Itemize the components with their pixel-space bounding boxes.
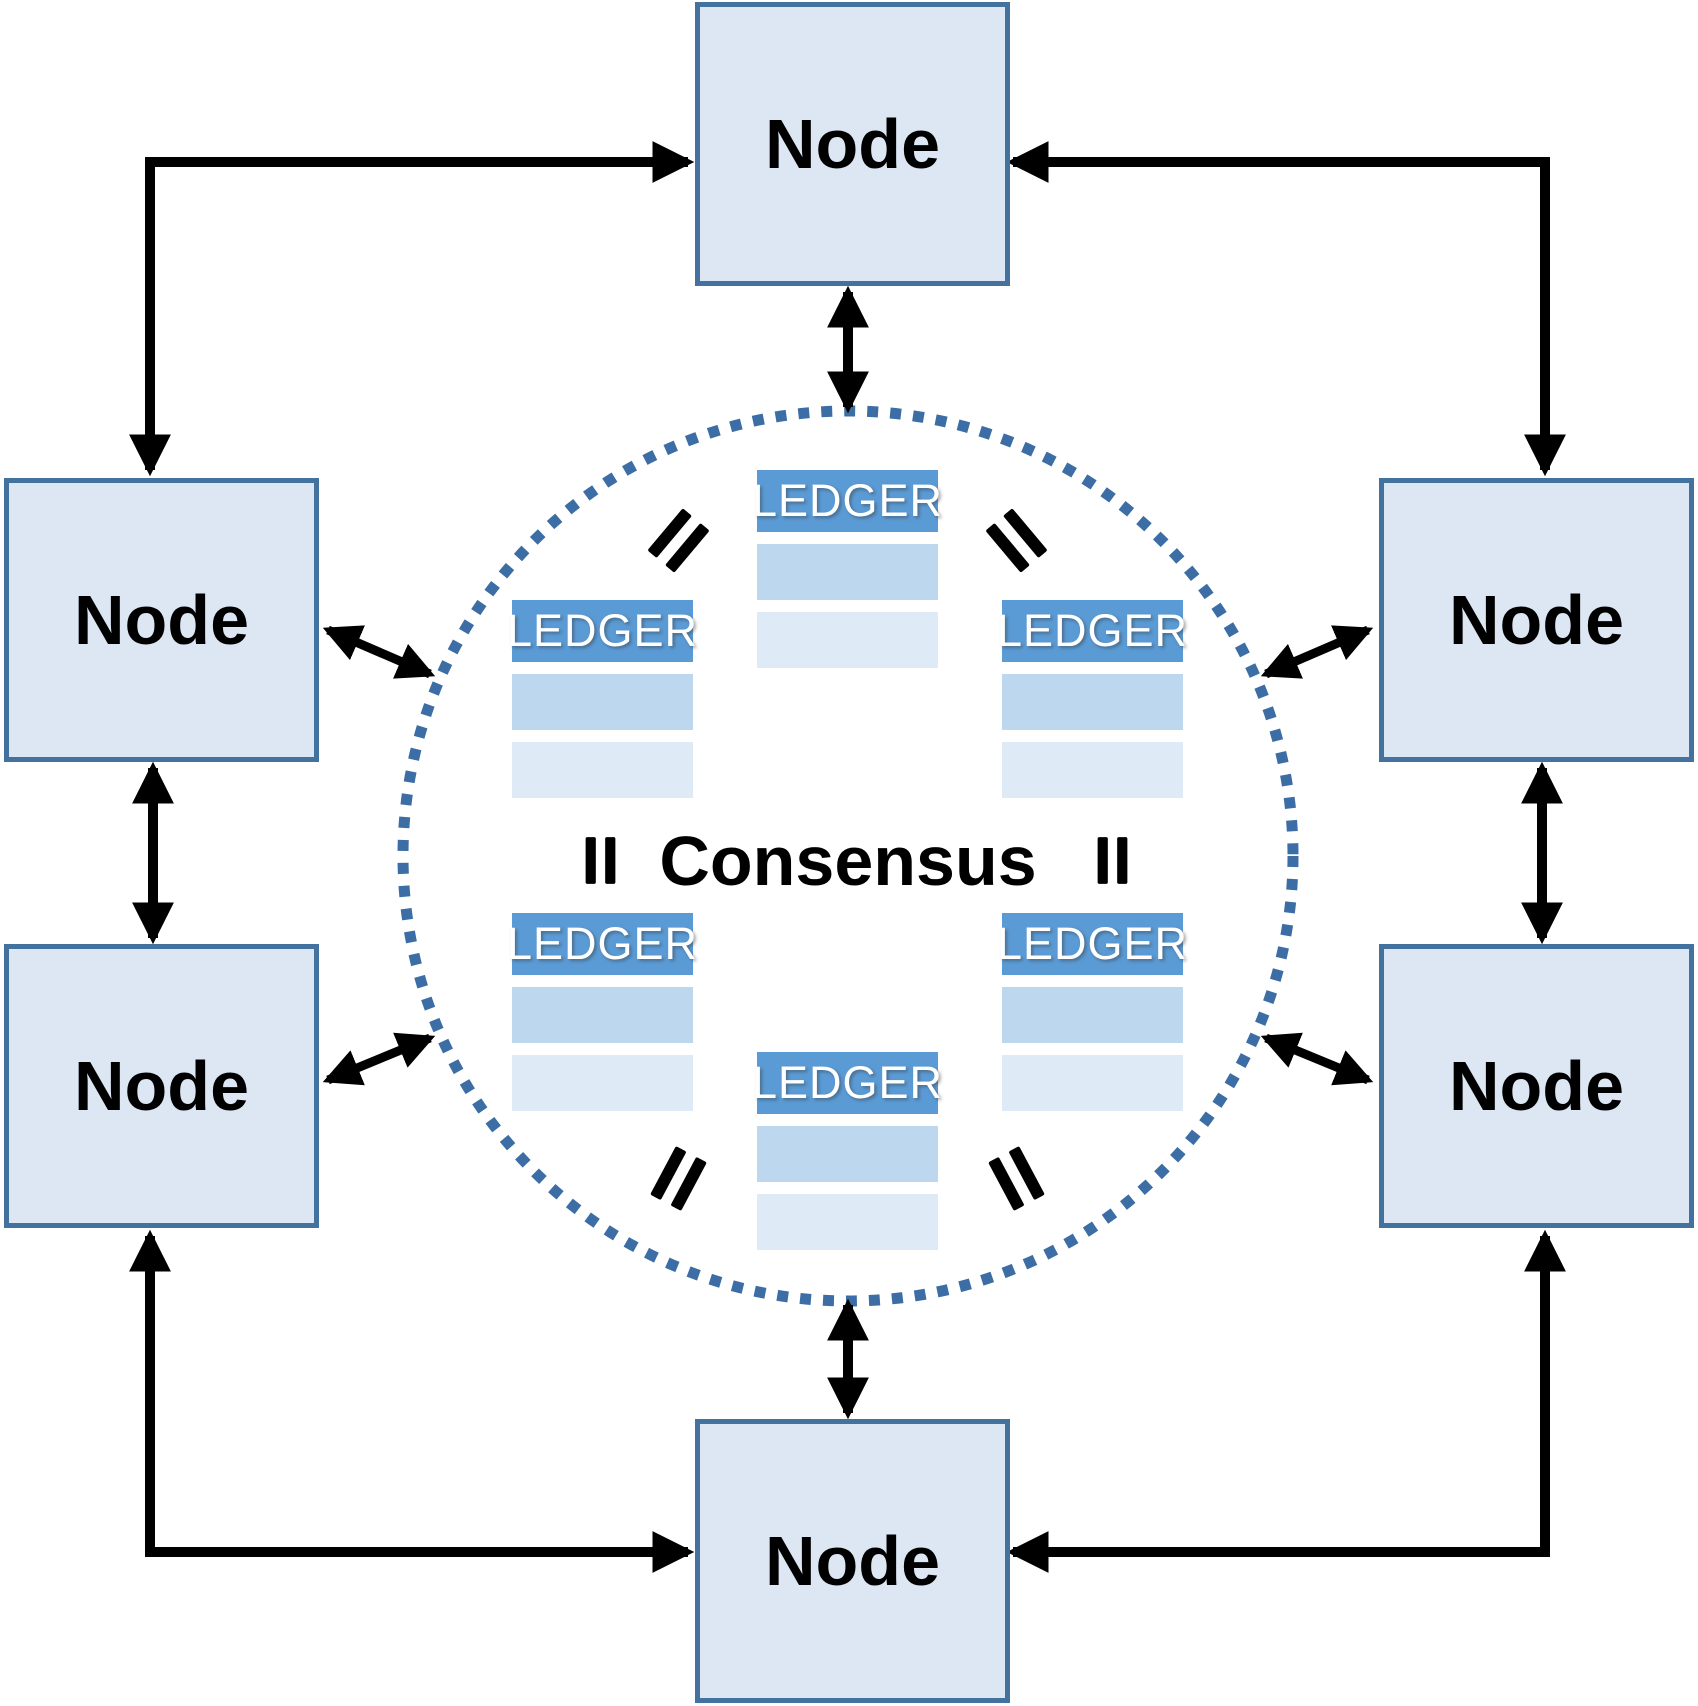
node-box-upper-right: Node bbox=[1379, 478, 1694, 762]
equals-bar bbox=[1097, 837, 1108, 884]
ledger-row bbox=[512, 674, 693, 730]
connector-lower-left-node-to-circle bbox=[322, 1032, 436, 1086]
node-label: Node bbox=[1449, 581, 1624, 659]
ledger-row bbox=[757, 612, 938, 668]
ledger-table-lower-left: LEDGER bbox=[507, 913, 697, 1111]
node-box-lower-right: Node bbox=[1379, 944, 1694, 1228]
ledger-row bbox=[757, 544, 938, 600]
node-box-lower-left: Node bbox=[4, 944, 319, 1228]
ledger-header: LEDGER bbox=[997, 913, 1187, 975]
connector-upper-left-node-to-circle bbox=[322, 625, 436, 679]
node-label: Node bbox=[765, 1522, 940, 1600]
ledger-row bbox=[757, 1194, 938, 1250]
ledger-row bbox=[757, 1126, 938, 1182]
ledger-table-top: LEDGER bbox=[752, 470, 942, 668]
node-box-bottom: Node bbox=[695, 1419, 1010, 1703]
node-label: Node bbox=[74, 1047, 249, 1125]
ledger-row bbox=[512, 987, 693, 1043]
ledger-header: LEDGER bbox=[997, 600, 1187, 662]
ledger-table-upper-right: LEDGER bbox=[997, 600, 1187, 798]
node-label: Node bbox=[1449, 1047, 1624, 1125]
ledger-header: LEDGER bbox=[507, 913, 697, 975]
node-box-upper-left: Node bbox=[4, 478, 319, 762]
ledger-header: LEDGER bbox=[752, 470, 942, 532]
connector-elbow-top-left bbox=[129, 141, 695, 477]
connector-elbow-bottom-left bbox=[129, 1229, 695, 1573]
ledger-row bbox=[512, 1055, 693, 1111]
node-box-top: Node bbox=[695, 2, 1010, 286]
ledger-header: LEDGER bbox=[752, 1052, 942, 1114]
connector-lower-right-node-to-circle bbox=[1260, 1032, 1374, 1086]
ledger-table-lower-right: LEDGER bbox=[997, 913, 1187, 1111]
node-label: Node bbox=[765, 105, 940, 183]
ledger-row bbox=[1002, 987, 1183, 1043]
ledger-row bbox=[1002, 674, 1183, 730]
equals-icon bbox=[1097, 837, 1128, 884]
node-label: Node bbox=[74, 581, 249, 659]
ledger-table-bottom: LEDGER bbox=[752, 1052, 942, 1250]
connector-upper-right-node-to-circle bbox=[1260, 625, 1374, 679]
ledger-table-upper-left: LEDGER bbox=[507, 600, 697, 798]
ledger-row bbox=[1002, 742, 1183, 798]
ledger-row bbox=[512, 742, 693, 798]
equals-bar bbox=[585, 837, 596, 884]
connector-elbow-top-right bbox=[1006, 141, 1566, 477]
equals-bar bbox=[1117, 837, 1128, 884]
connector-elbow-bottom-right bbox=[1006, 1229, 1566, 1573]
ledger-header: LEDGER bbox=[507, 600, 697, 662]
consensus-title: Consensus bbox=[659, 822, 1037, 900]
ledger-row bbox=[1002, 1055, 1183, 1111]
